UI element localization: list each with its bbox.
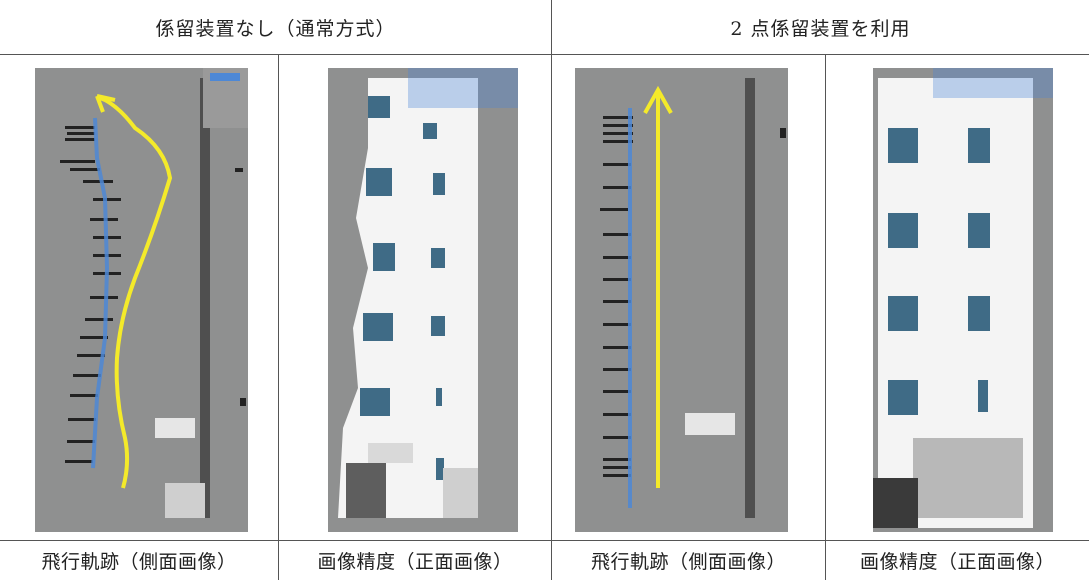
- accuracy-image-two-point-tether: [873, 68, 1053, 532]
- header-divider: [0, 54, 1089, 55]
- divider-left-sub: [278, 54, 279, 580]
- caption-accuracy-two-point-tether: 画像精度（正面画像）: [859, 550, 1055, 573]
- trajectory-image-two-point-tether: [575, 68, 788, 532]
- trajectory-image-no-tether: [35, 68, 248, 532]
- caption-divider: [0, 540, 1089, 541]
- caption-trajectory-no-tether: 飛行軌跡（側面画像）: [41, 550, 237, 573]
- header-no-tether: 係留装置なし（通常方式）: [155, 17, 396, 40]
- caption-trajectory-two-point-tether: 飛行軌跡（側面画像）: [590, 550, 786, 573]
- divider-right-sub: [825, 54, 826, 580]
- header-two-point-tether: 2 点係留装置を利用: [730, 17, 911, 40]
- accuracy-image-no-tether: [328, 68, 518, 532]
- divider-center-full: [551, 0, 552, 580]
- caption-accuracy-no-tether: 画像精度（正面画像）: [317, 550, 513, 573]
